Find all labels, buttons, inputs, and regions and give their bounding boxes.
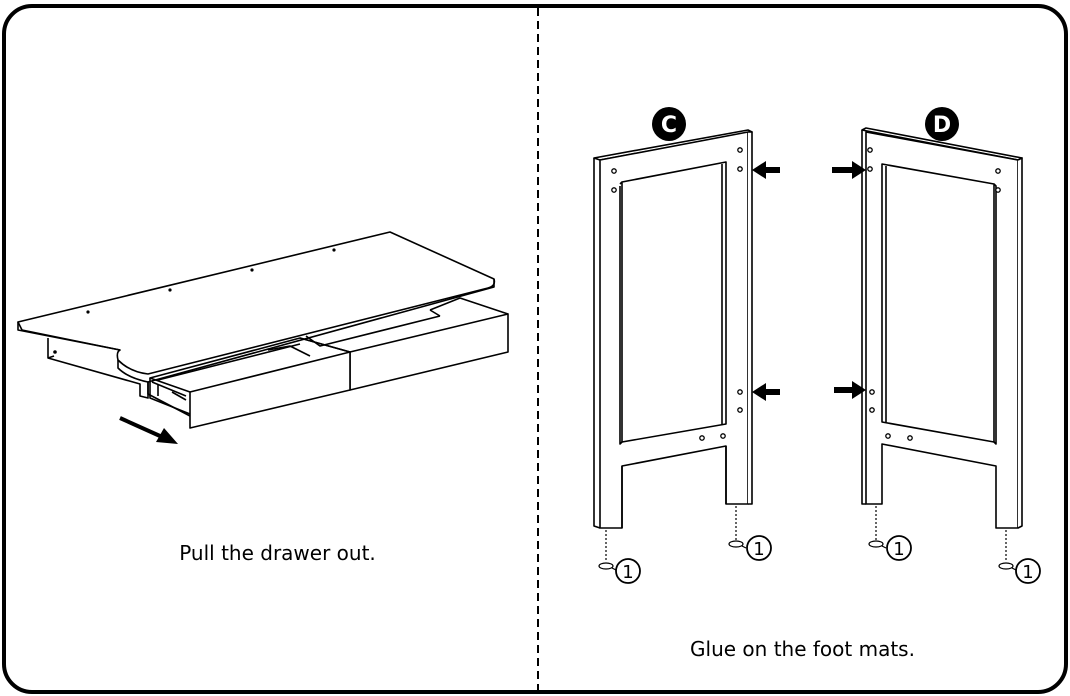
- panel-label-c: C: [652, 107, 686, 141]
- svg-text:D: D: [933, 113, 951, 138]
- desk-with-drawer: [17, 231, 509, 429]
- hole-icon: [867, 147, 1001, 441]
- step-instruction-pull-drawer: Pull the drawer out.: [179, 541, 376, 565]
- panel-label-d: D: [925, 107, 959, 141]
- drawer-front-left: [189, 351, 351, 429]
- part-callout-1: 1: [611, 558, 641, 584]
- part-callout-1: 1: [881, 535, 912, 561]
- pull-arrow-icon: [119, 416, 178, 444]
- step-instruction-glue-foot-mats: Glue on the foot mats.: [690, 637, 915, 661]
- outer-frame: [2, 4, 1068, 694]
- hole-icon: [611, 147, 743, 441]
- foot-mat-icon: [598, 506, 1014, 570]
- svg-text:C: C: [661, 113, 677, 138]
- part-callout-1: 1: [1011, 558, 1041, 584]
- arrow-icon: [752, 161, 866, 401]
- svg-text:1: 1: [893, 539, 904, 560]
- svg-text:1: 1: [1022, 562, 1033, 583]
- side-frame-d: [861, 127, 1023, 529]
- part-callout-1: 1: [741, 535, 772, 561]
- side-frame-c: [593, 129, 753, 529]
- svg-text:1: 1: [753, 539, 764, 560]
- svg-text:1: 1: [622, 562, 633, 583]
